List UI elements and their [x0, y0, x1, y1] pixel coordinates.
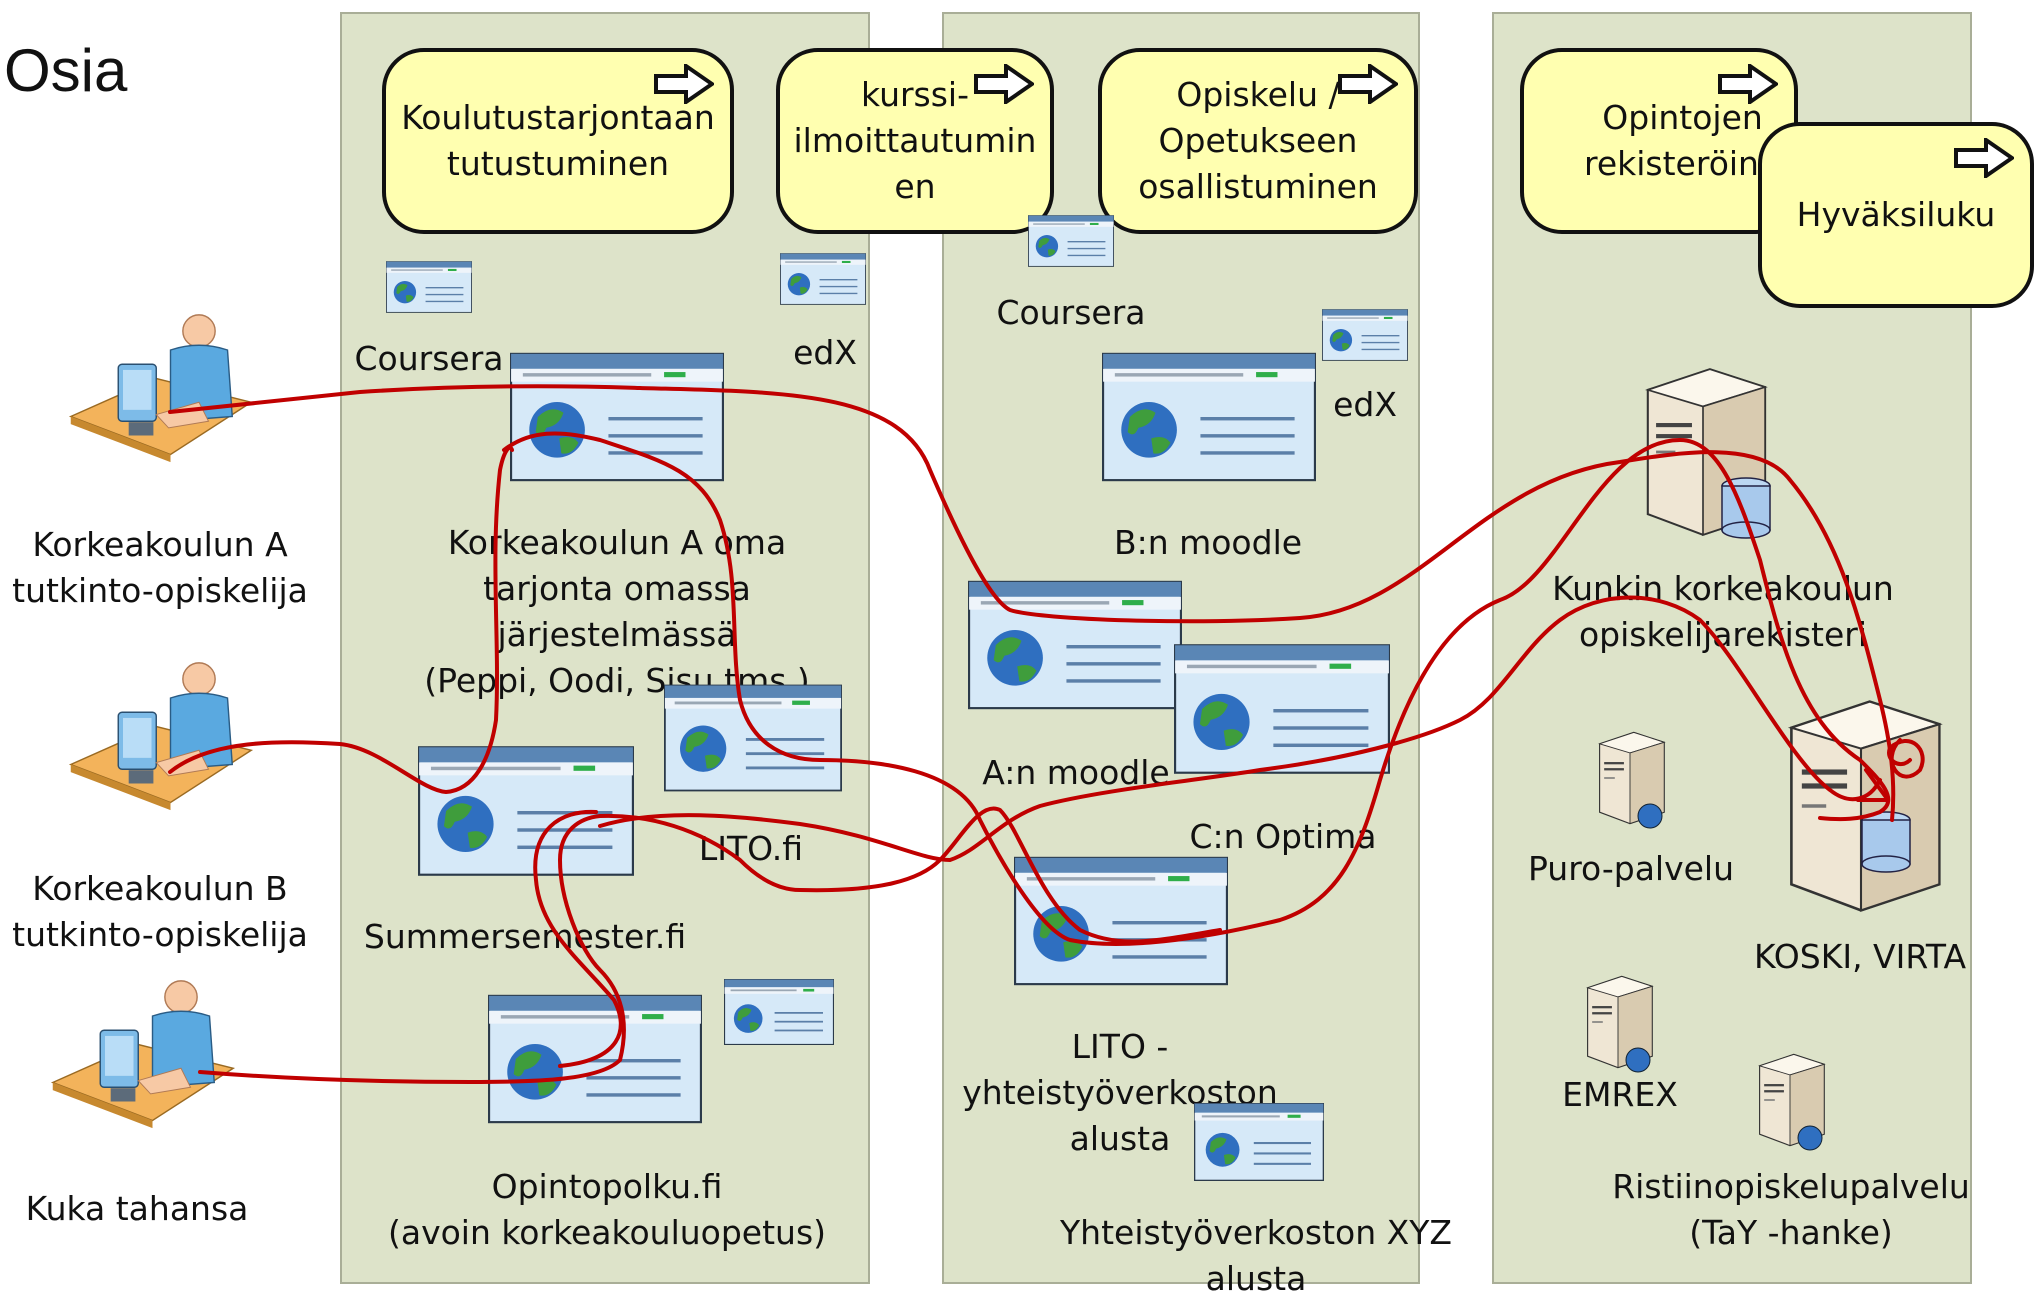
- phase-label: Hyväksiluku: [1796, 195, 1996, 234]
- flow-line-c: [198, 806, 1222, 1084]
- platform-label: B:n moodle: [1113, 523, 1303, 562]
- flow-line-a: [168, 384, 1896, 822]
- server-globe-icon: [1580, 970, 1656, 1073]
- arrow-right-icon: [1338, 64, 1398, 104]
- flow-line-b: [168, 445, 514, 794]
- server-globe-icon: [1752, 1048, 1828, 1151]
- actor-label: Korkeakoulun B tutkinto-opiskelija: [12, 869, 308, 954]
- phase-label: kurssi- ilmoittautumin en: [793, 75, 1037, 206]
- phase-label: Opintojen rekisteröinti: [1584, 98, 1782, 183]
- arrow-right-icon: [974, 64, 1034, 104]
- server-globe-icon: [1592, 726, 1668, 829]
- phase-ilmoittautuminen: kurssi- ilmoittautumin en: [776, 48, 1054, 234]
- platform-label: Korkeakoulun A oma tarjonta omassa järje…: [424, 523, 810, 700]
- platform-label: LITO.fi: [698, 829, 804, 868]
- flow-arrowhead: [1856, 738, 1925, 802]
- platform-label: Summersemester.fi: [363, 917, 687, 956]
- arrow-right-icon: [654, 64, 714, 104]
- flow-line-b2: [533, 809, 623, 1068]
- actor-label: Korkeakoulun A tutkinto-opiskelija: [12, 525, 308, 610]
- phase-koulutustarjonta: Koulutustarjontaan tutustuminen: [382, 48, 734, 234]
- server-database-icon: [1774, 690, 1948, 922]
- system-label: Puro-palvelu: [1527, 849, 1735, 888]
- phase-label: Opiskelu / Opetukseen osallistuminen: [1138, 75, 1378, 206]
- arrow-right-icon: [1954, 138, 2014, 178]
- phase-opiskelu: Opiskelu / Opetukseen osallistuminen: [1098, 48, 1418, 234]
- platform-label: edX: [1333, 385, 1397, 424]
- platform-label: C:n Optima: [1189, 817, 1377, 856]
- platform-label: Coursera: [354, 339, 504, 378]
- platform-label: edX: [793, 333, 857, 372]
- system-label: Kunkin korkeakoulun opiskelijarekisteri: [1552, 569, 1894, 654]
- phase-rekisterointi: Opintojen rekisteröinti: [1520, 48, 1798, 234]
- page-title: Osia: [4, 37, 128, 104]
- system-label: EMREX: [1562, 1075, 1678, 1114]
- platform-label: Yhteistyöverkoston XYZ alusta: [1060, 1213, 1452, 1298]
- actor-label: Kuka tahansa: [25, 1189, 249, 1228]
- phase-hyvaksiluku: Hyväksiluku: [1758, 122, 2034, 308]
- platform-label: Opintopolku.fi (avoin korkeakouluopetus): [387, 1167, 827, 1252]
- arrow-right-icon: [1718, 64, 1778, 104]
- phase-label: Koulutustarjontaan tutustuminen: [401, 98, 715, 183]
- platform-label: Coursera: [996, 293, 1146, 332]
- flow-line-b3: [598, 595, 1882, 862]
- system-label: KOSKI, VIRTA: [1753, 937, 1967, 976]
- system-label: Ristiinopiskelupalvelu (TaY -hanke): [1612, 1167, 1970, 1252]
- flow-line-a-loop: [502, 431, 1891, 946]
